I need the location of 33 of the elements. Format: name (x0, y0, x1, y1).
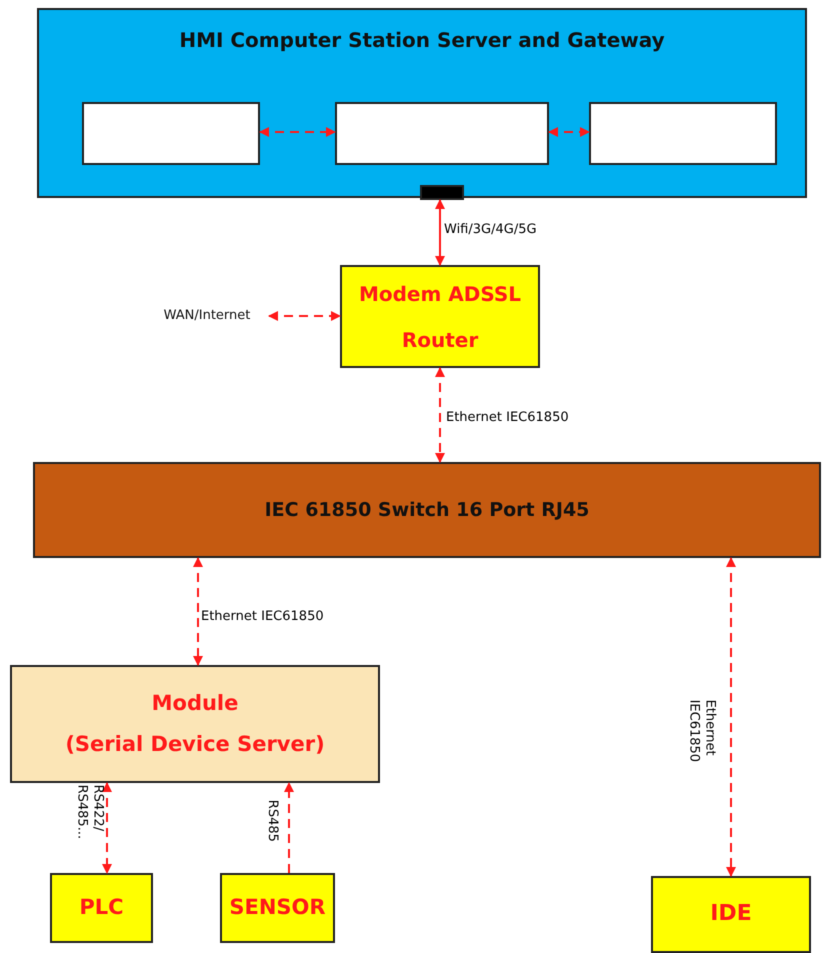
node-label: SENSOR (229, 895, 326, 921)
node-label: Router (402, 328, 478, 352)
arrow (284, 782, 294, 873)
edge-label: RS485 (264, 798, 280, 844)
module-box (10, 665, 380, 783)
device-box (220, 873, 335, 943)
arrow (726, 557, 736, 877)
node-label: HMI Computer Station Server and Gateway (179, 28, 665, 52)
arrow (259, 127, 336, 137)
software-box (335, 102, 549, 165)
port-bar (420, 185, 464, 200)
software-box (589, 102, 777, 165)
arrow (268, 311, 341, 321)
station-panel (37, 8, 807, 198)
arrow (102, 782, 112, 874)
software-box (82, 102, 260, 165)
node-label: Module (152, 690, 238, 716)
device-box (651, 876, 811, 953)
node-label: PLC (79, 895, 124, 921)
arrow (435, 367, 445, 463)
router-box (340, 265, 540, 368)
arrow (193, 557, 203, 666)
arrow (548, 127, 590, 137)
edge-label: Ethernet IEC61850 (686, 698, 718, 764)
edge-label: RS422/ RS485... (74, 784, 106, 842)
device-box (50, 873, 153, 943)
node-label: IDE (710, 901, 752, 928)
node-label: (Serial Device Server) (65, 732, 325, 758)
switch-box (33, 462, 821, 558)
node-label: IEC 61850 Switch 16 Port RJ45 (264, 498, 590, 522)
node-label: Modem ADSSL (358, 282, 522, 306)
arrow (435, 199, 445, 266)
node-label: WAN/Internet (164, 308, 250, 324)
